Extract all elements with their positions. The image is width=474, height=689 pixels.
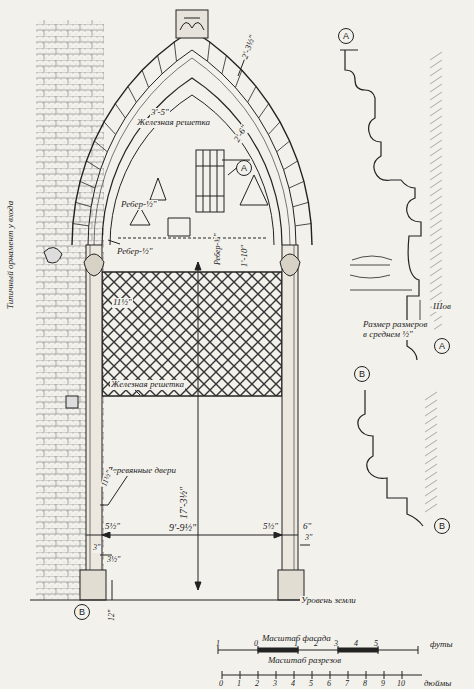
dimension-label: Шов [432, 302, 452, 312]
callout-circle: А [236, 160, 252, 176]
callout-circle: А [338, 28, 354, 44]
dimension-label: 6 [327, 680, 331, 689]
dimension-label: 8 [363, 680, 367, 689]
dimension-label: 11½" [112, 298, 133, 308]
callout-letter: А [439, 341, 445, 351]
callout-letter: В [79, 607, 85, 617]
dimension-label: 0 [219, 680, 223, 689]
dimension-label: 4 [354, 640, 358, 649]
note-label: Железная решетка [110, 380, 185, 390]
note-label: Ребер-½" [116, 247, 154, 257]
dimension-label: 7 [345, 680, 349, 689]
dimension-label: 5½" [104, 522, 121, 532]
callout-circle: В [434, 518, 450, 534]
callout-letter: А [343, 31, 349, 41]
callout-letter: А [241, 163, 247, 173]
dimension-label: 3 [273, 680, 277, 689]
dimension-label: 9 [381, 680, 385, 689]
dimension-label: 2'-3½" [240, 33, 258, 61]
note-label: Типичный орнамент у входа [6, 200, 16, 310]
dimension-label: 2 [255, 680, 259, 689]
dimension-label: 5 [374, 640, 378, 649]
dimension-label: 1 [216, 640, 220, 649]
dimension-label: 1 [294, 640, 298, 649]
dimension-label: 3" [92, 544, 101, 553]
dimension-label: 5½" [262, 522, 279, 532]
dimension-label: 1'-10" [240, 244, 250, 268]
note-label: Железная решетка [136, 118, 211, 128]
dimension-label: 3'-5" [150, 108, 170, 118]
dimension-label: 3½" [106, 556, 121, 565]
dimension-label: 1 [237, 680, 241, 689]
dimension-label: 0 [254, 640, 258, 649]
note-label: Размер размеров в среднем ½" [362, 320, 434, 340]
dimension-label: дюймы [424, 679, 451, 689]
dimension-label: 6" [302, 522, 312, 532]
note-label: Деревянные двери [106, 466, 177, 476]
note-label: Ребер-½" [120, 200, 158, 210]
note-label: Масштаб разрезов [268, 656, 341, 666]
dimension-label: 10 [397, 680, 405, 689]
dimension-label: 3 [334, 640, 338, 649]
dimension-label: 2 [314, 640, 318, 649]
callout-letter: В [359, 369, 365, 379]
callout-circle: В [354, 366, 370, 382]
dimension-label: футы [430, 640, 453, 650]
dimension-label: 4 [291, 680, 295, 689]
callout-circle: В [74, 604, 90, 620]
dimension-label: 17'-3½" [178, 486, 189, 520]
dimension-label: 9'-9½" [168, 522, 197, 533]
dimension-label: 5 [309, 680, 313, 689]
callout-letter: В [439, 521, 445, 531]
dimension-label: 3" [304, 534, 313, 543]
note-label: Ребер-¾" [214, 232, 223, 266]
note-label: Уровень земли [300, 596, 357, 606]
callout-circle: А [434, 338, 450, 354]
dimension-label: 12" [108, 609, 117, 622]
